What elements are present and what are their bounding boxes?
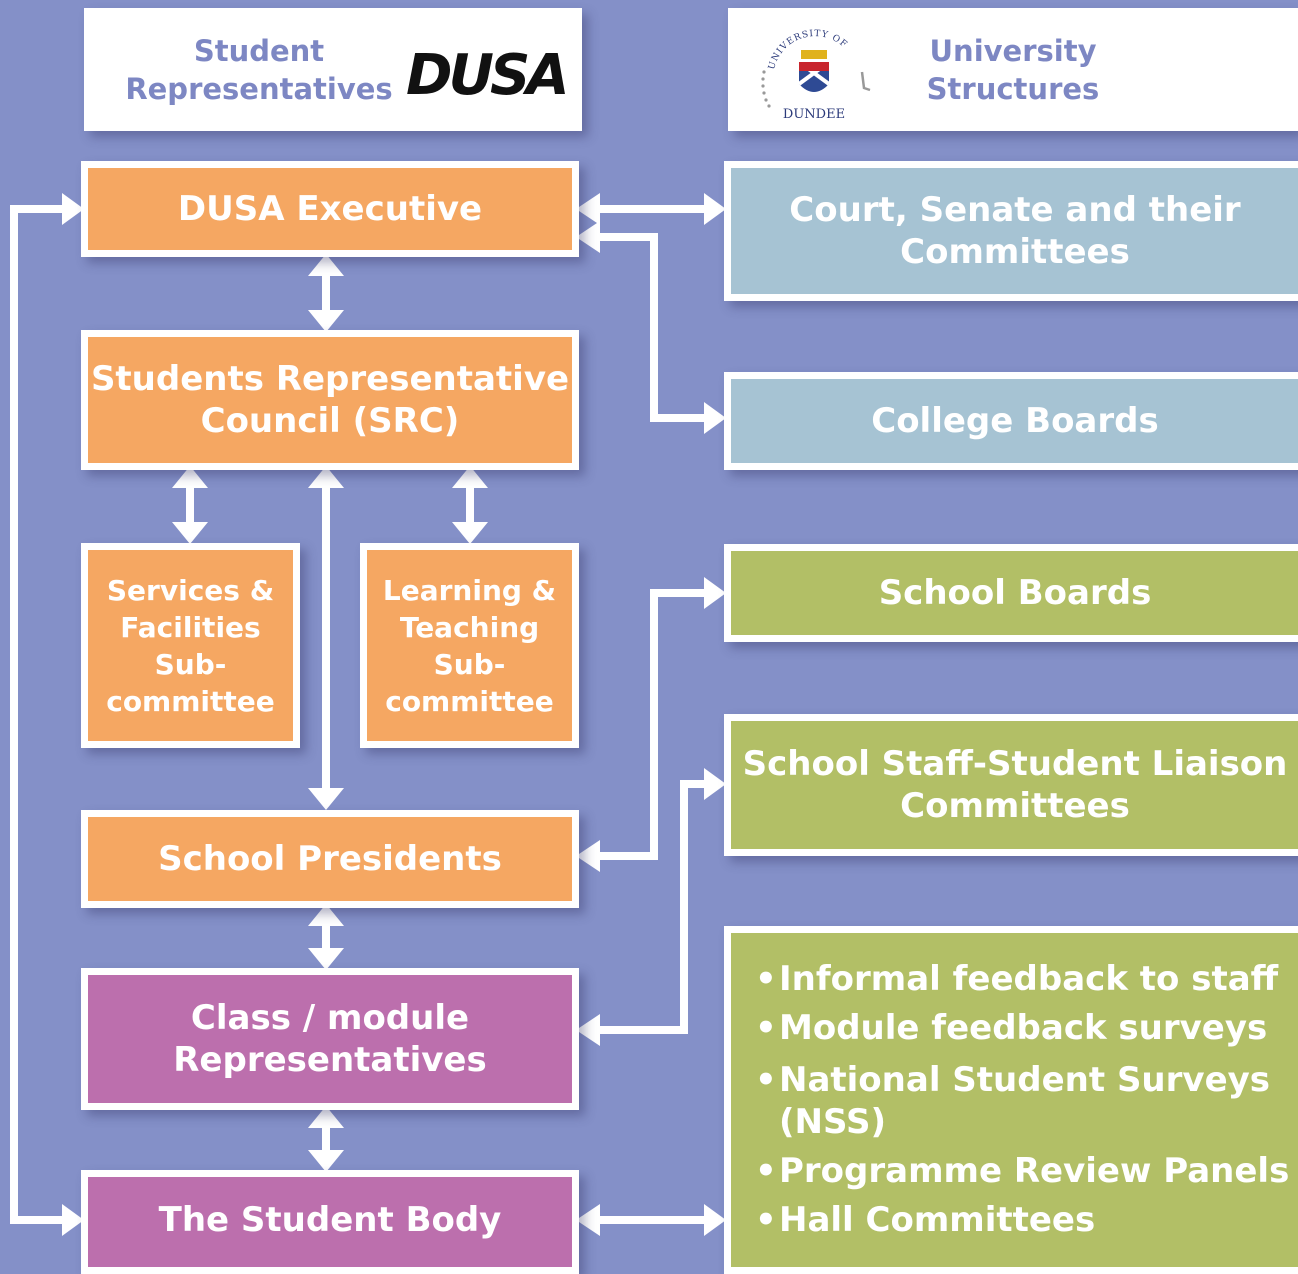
learning-label-line1: Learning & <box>382 573 557 607</box>
arrowhead <box>308 310 344 332</box>
arrowhead <box>452 466 488 488</box>
class-label-line2: Representatives <box>173 1040 487 1080</box>
arrowhead <box>704 577 726 609</box>
feedback-list: •Informal feedback to staff •Module feed… <box>755 955 1289 1245</box>
feedback-item-nss: •National Student Surveys(NSS) <box>755 1060 1271 1142</box>
feedback-item-informal: •Informal feedback to staff <box>755 959 1279 999</box>
connector-executive-student-body <box>10 205 78 1224</box>
arrowhead <box>308 254 344 276</box>
feedback-item-programme-review: •Programme Review Panels <box>755 1151 1290 1191</box>
arrowhead <box>576 1204 600 1236</box>
dusa-logo: DUSA <box>406 43 570 108</box>
src-label-line2: Council (SRC) <box>200 401 460 441</box>
class-module-representatives-box: Class / module Representatives <box>81 968 579 1110</box>
feedback-mechanisms-box: •Informal feedback to staff •Module feed… <box>724 926 1298 1274</box>
student-body-box: The Student Body <box>81 1170 579 1274</box>
arrowhead <box>452 522 488 544</box>
university-structures-header: UNIVERSITY OF DUNDEE University Structur… <box>728 8 1298 131</box>
arrowhead <box>308 788 344 810</box>
sssl-label-line2: Committees <box>900 786 1130 826</box>
dusa-executive-label: DUSA Executive <box>177 189 483 229</box>
school-staff-student-liaison-box: School Staff-Student Liaison Committees <box>724 714 1298 856</box>
arrowhead <box>308 1106 344 1128</box>
arrowhead <box>62 1204 84 1236</box>
student-body-label: The Student Body <box>158 1200 502 1240</box>
services-label-line3: Sub- <box>154 647 227 681</box>
arrowhead <box>704 402 726 434</box>
services-label-line1: Services & <box>106 573 275 607</box>
court-senate-box: Court, Senate and their Committees <box>724 161 1298 301</box>
arrowhead <box>576 840 600 872</box>
student-representatives-header: Student Representatives DUSA <box>84 8 582 131</box>
university-title-line2: Structures <box>926 72 1100 106</box>
school-boards-box: School Boards <box>724 544 1298 642</box>
university-crest-icon: UNIVERSITY OF DUNDEE <box>761 29 871 122</box>
dusa-executive-box: DUSA Executive <box>81 161 579 257</box>
feedback-item-module-surveys: •Module feedback surveys <box>755 1008 1268 1048</box>
arrowhead <box>62 193 84 225</box>
services-facilities-subcommittee-box: Services & Facilities Sub- committee <box>81 543 300 748</box>
arrowhead <box>172 466 208 488</box>
learning-teaching-subcommittee-box: Learning & Teaching Sub- committee <box>360 543 579 748</box>
learning-label-line2: Teaching <box>399 610 540 644</box>
learning-label-line3: Sub- <box>433 647 506 681</box>
src-box: Students Representative Council (SRC) <box>81 330 579 470</box>
university-title-line1: University <box>929 34 1097 68</box>
court-label-line1: Court, Senate and their <box>789 190 1241 230</box>
arrowhead <box>308 466 344 488</box>
arrowhead <box>704 768 726 800</box>
student-title-line1: Student <box>193 34 325 68</box>
arrowhead <box>172 522 208 544</box>
src-label-line1: Students Representative <box>90 359 570 399</box>
services-label-line4: committee <box>106 684 275 718</box>
arrowhead <box>576 221 600 253</box>
arrowhead <box>704 1204 726 1236</box>
feedback-item-hall-committees: •Hall Committees <box>755 1200 1096 1240</box>
school-presidents-box: School Presidents <box>81 810 579 908</box>
school-boards-label: School Boards <box>878 573 1152 613</box>
learning-label-line4: committee <box>385 684 554 718</box>
sssl-label-line1: School Staff-Student Liaison <box>742 744 1288 784</box>
connector-class-sssl <box>594 780 708 1034</box>
arrowhead <box>308 1150 344 1172</box>
college-boards-box: College Boards <box>724 372 1298 470</box>
court-label-line2: Committees <box>900 232 1130 272</box>
university-structures-title: University Structures <box>918 32 1108 108</box>
connector-executive-college-boards <box>594 233 708 422</box>
arrowhead <box>576 193 600 225</box>
class-label-line1: Class / module <box>190 998 470 1038</box>
arrowhead <box>308 904 344 926</box>
student-representatives-title: Student Representatives <box>124 32 394 108</box>
services-label-line2: Facilities <box>120 610 261 644</box>
crest-dundee-text: DUNDEE <box>783 107 845 122</box>
arrowhead <box>704 193 726 225</box>
college-boards-label: College Boards <box>871 401 1159 441</box>
student-title-line2: Representatives <box>125 72 393 106</box>
connector-presidents-school-boards <box>594 589 708 860</box>
school-presidents-label: School Presidents <box>158 839 502 879</box>
arrowhead <box>576 1014 600 1046</box>
arrowhead <box>308 948 344 970</box>
